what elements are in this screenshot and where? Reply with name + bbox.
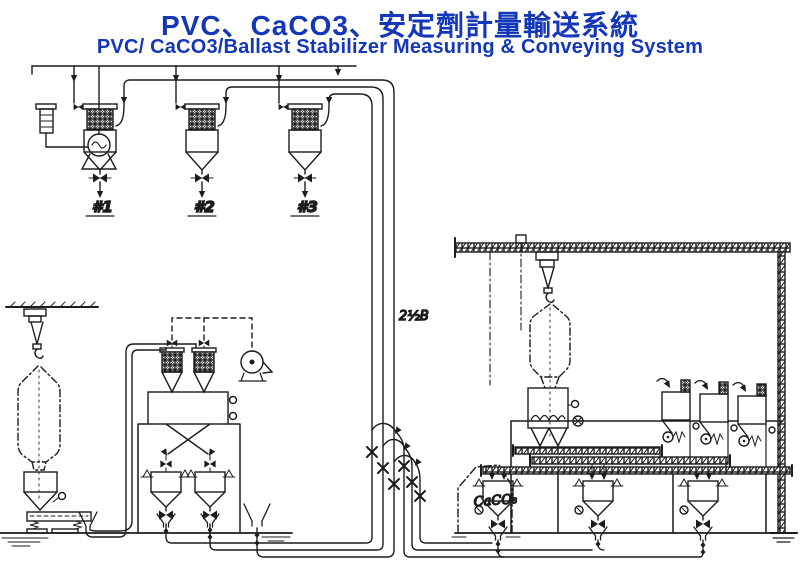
- discharge-motor-icon: [679, 505, 689, 515]
- level-sensor-icon: [57, 491, 67, 501]
- filter-vent-icon: [680, 379, 691, 393]
- right-weigh-hopper-1: [473, 479, 523, 558]
- screw-feeder-motor-icon: [662, 431, 686, 443]
- receiving-hopper-2: #2: [185, 104, 219, 217]
- stabilizer-feeder-1: [656, 377, 700, 458]
- bag-dump-hopper: [527, 387, 584, 449]
- page-title-zh: PVC、CaCO3、安定劑計量輸送系統: [161, 10, 639, 41]
- weighing-platform: [26, 511, 92, 534]
- level-sensor-icon: [228, 411, 238, 421]
- vacuum-header-line: [31, 65, 357, 111]
- hopper-3-label: #3: [297, 198, 318, 216]
- right-platform-frame: [510, 420, 784, 534]
- central-weigh-station: [137, 317, 274, 547]
- big-bag-icon: [529, 303, 571, 441]
- screw-conveyors: [480, 444, 793, 481]
- pipe-size-label: 2½B: [399, 309, 429, 324]
- level-sensor-icon: [228, 395, 238, 405]
- right-weigh-hopper-3: [678, 479, 728, 558]
- level-sensor-icon: [768, 426, 776, 434]
- pvc-weigh-hopper-1: [141, 470, 191, 520]
- monorail-beam: [454, 234, 791, 386]
- manual-dump-chute: [78, 511, 98, 531]
- diverter-valve-cluster: [366, 422, 701, 558]
- level-sensor-icon: [730, 424, 738, 432]
- suction-pipe-to-cyclones: [85, 343, 197, 538]
- screw-feeder-motor-icon: [738, 435, 762, 447]
- collecting-hopper: [147, 391, 238, 425]
- right-weigh-hopper-2: [573, 479, 623, 551]
- level-sensor-icon: [692, 422, 700, 430]
- crossing-chutes: [159, 423, 217, 473]
- bag-discharge-hopper: [23, 471, 67, 512]
- intake-filter-icon: [35, 103, 89, 148]
- right-bag-station: [527, 251, 584, 449]
- discharge-motor-icon: [474, 505, 484, 515]
- hoist-rail: [5, 301, 99, 308]
- stabilizer-feeder-3: [732, 381, 776, 468]
- stabilizer-feeder-2: [694, 379, 738, 462]
- vent-lines: [171, 317, 253, 350]
- filter-vent-icon: [756, 383, 767, 397]
- hook-icon: [34, 348, 44, 359]
- hoist-trolley-icon: [535, 251, 559, 303]
- floor-lines: [0, 532, 798, 547]
- hook-icon: [545, 292, 555, 303]
- hoist-trolley-icon: [23, 308, 47, 359]
- level-sensor-icon: [570, 399, 580, 409]
- pvc-weigh-hopper-2: [185, 470, 235, 520]
- support-frame: [137, 423, 241, 534]
- receiving-hopper-1: #1: [83, 104, 117, 217]
- vent-blower-icon: [238, 350, 274, 382]
- filter-vent-icon: [718, 381, 729, 395]
- screw-conveyor-3: [482, 466, 791, 475]
- vibrating-screen-icon: [530, 414, 566, 422]
- big-bag-icon: [17, 365, 61, 501]
- screw-conveyor-2: [531, 456, 729, 465]
- spring-icon: [29, 520, 83, 530]
- left-bag-station: [5, 301, 197, 538]
- conveying-riser-pipes: 2½B: [115, 79, 430, 558]
- screw-conveyor-1: [514, 446, 661, 455]
- hopper-2-label: #2: [194, 198, 215, 216]
- monorail-support-column: [769, 251, 798, 543]
- hopper-1-label: #1: [92, 198, 113, 216]
- receiving-hopper-3: #3: [288, 104, 322, 217]
- transfer-funnel: [243, 503, 271, 527]
- discharge-motor-icon: [574, 505, 584, 515]
- screw-feeder-motor-icon: [700, 433, 724, 445]
- page-title-en: PVC/ CaCO3/Ballast Stabilizer Measuring …: [96, 36, 704, 58]
- cyclone-receiver-1: [159, 339, 185, 394]
- cyclone-receiver-2: [191, 339, 217, 394]
